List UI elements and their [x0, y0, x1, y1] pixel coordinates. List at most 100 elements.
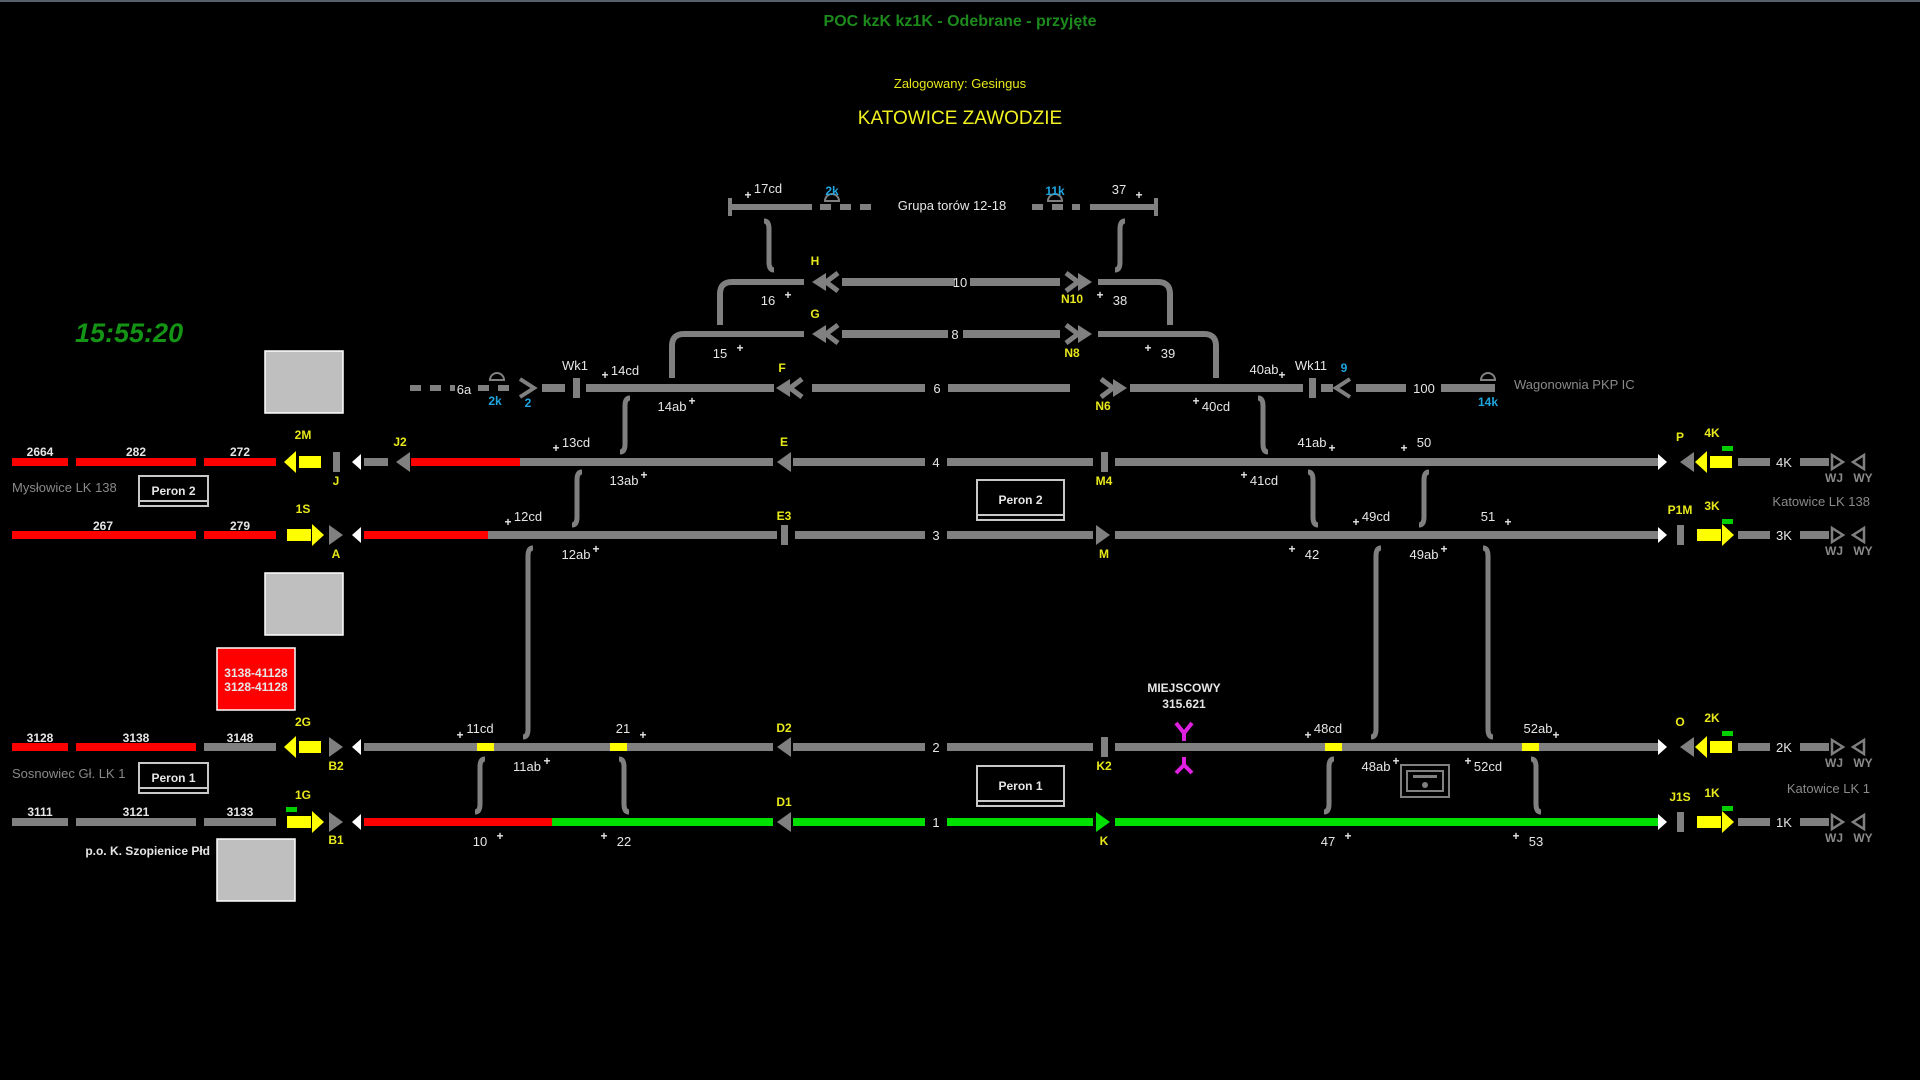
- crossover-link[interactable]: [618, 756, 630, 815]
- connecting-track[interactable]: [717, 279, 804, 325]
- track-section[interactable]: [76, 743, 196, 751]
- derailer-icon[interactable]: [1046, 193, 1064, 202]
- track-section[interactable]: [842, 330, 948, 338]
- track-section[interactable]: [364, 818, 552, 826]
- track-section[interactable]: [364, 743, 773, 751]
- connecting-track[interactable]: [1098, 279, 1173, 325]
- track-section[interactable]: [1130, 384, 1303, 392]
- wy-triangle-icon[interactable]: [1850, 737, 1866, 757]
- crossover-link[interactable]: [619, 395, 631, 455]
- entry-signal-1S-arrow-icon[interactable]: [287, 524, 324, 546]
- display-box[interactable]: [264, 572, 344, 636]
- track-section[interactable]: [12, 818, 68, 826]
- track-section[interactable]: [793, 458, 925, 466]
- signal-F-icon[interactable]: [785, 377, 804, 399]
- crossover-link[interactable]: [1323, 756, 1335, 815]
- derailer-icon[interactable]: [823, 193, 841, 202]
- signal-N10-icon[interactable]: [1078, 273, 1092, 291]
- signal-F-icon[interactable]: [776, 379, 790, 397]
- wj-triangle-icon[interactable]: [1830, 452, 1846, 472]
- track-section[interactable]: [947, 531, 1093, 539]
- entry-signal-2M-arrow-icon[interactable]: [284, 451, 321, 473]
- track-section[interactable]: [812, 384, 925, 392]
- crossover-link[interactable]: [1114, 218, 1126, 273]
- wy-triangle-icon[interactable]: [1850, 812, 1866, 832]
- track-section[interactable]: [793, 743, 925, 751]
- signal-B2-icon[interactable]: [329, 737, 343, 757]
- control-console-icon[interactable]: [1400, 764, 1450, 798]
- track-section[interactable]: [1115, 531, 1659, 539]
- signal-D1-icon[interactable]: [777, 812, 791, 832]
- entry-signal-arrow-icon[interactable]: [1695, 736, 1732, 758]
- track-section[interactable]: [842, 278, 955, 286]
- track-section[interactable]: [1090, 204, 1158, 210]
- display-box[interactable]: [216, 838, 296, 902]
- platform-peron-1-left[interactable]: Peron 1: [138, 762, 209, 794]
- crossover-link[interactable]: [763, 218, 775, 273]
- track-section[interactable]: [948, 384, 1070, 392]
- crossover-link[interactable]: [474, 756, 486, 815]
- signal-J2-icon[interactable]: [396, 452, 410, 472]
- track-section[interactable]: [947, 743, 1093, 751]
- signal-N10-icon[interactable]: [1064, 271, 1083, 293]
- track-section[interactable]: [204, 458, 276, 466]
- crossover-link[interactable]: [1418, 469, 1430, 528]
- wj-triangle-icon[interactable]: [1830, 737, 1846, 757]
- signal-P-icon[interactable]: [1680, 452, 1694, 472]
- track-section[interactable]: [1738, 531, 1770, 539]
- track-section[interactable]: [1115, 458, 1659, 466]
- track-section[interactable]: [970, 278, 1060, 286]
- signal-G-icon[interactable]: [812, 325, 826, 343]
- crossover-link[interactable]: [522, 545, 534, 740]
- signal-N6-icon[interactable]: [1113, 379, 1127, 397]
- entry-signal-arrow-icon[interactable]: [1697, 524, 1734, 546]
- track-section[interactable]: [411, 458, 520, 466]
- signal-H-icon[interactable]: [812, 273, 826, 291]
- track-section[interactable]: [586, 384, 774, 392]
- track-section[interactable]: [76, 818, 196, 826]
- crossover-link[interactable]: [1257, 395, 1269, 455]
- connecting-track[interactable]: [1098, 331, 1219, 378]
- track-section[interactable]: [542, 384, 565, 392]
- signal-A-icon[interactable]: [329, 525, 343, 545]
- track-section[interactable]: [364, 458, 388, 466]
- track-section[interactable]: [1356, 384, 1406, 392]
- track-section[interactable]: [793, 818, 925, 826]
- track-section[interactable]: [76, 458, 196, 466]
- track-section[interactable]: [1800, 458, 1829, 466]
- local-control-antenna-icon[interactable]: [1174, 757, 1194, 775]
- track-section[interactable]: [204, 743, 276, 751]
- crossover-link[interactable]: [1530, 756, 1542, 815]
- wj-triangle-icon[interactable]: [1830, 812, 1846, 832]
- platform-peron-1-center[interactable]: Peron 1: [976, 765, 1065, 807]
- track-section[interactable]: [1800, 531, 1829, 539]
- crossover-link[interactable]: [571, 469, 583, 528]
- track-section[interactable]: [947, 458, 1093, 466]
- track-section[interactable]: [488, 531, 777, 539]
- crossover-link[interactable]: [1482, 545, 1494, 740]
- track-section[interactable]: [12, 743, 68, 751]
- entry-signal-arrow-icon[interactable]: [1697, 811, 1734, 833]
- signal-H-icon[interactable]: [821, 271, 840, 293]
- track-section[interactable]: [1115, 818, 1659, 826]
- signal-N6-icon[interactable]: [1099, 377, 1118, 399]
- derailer-icon[interactable]: [1479, 372, 1497, 381]
- track-section[interactable]: [364, 531, 488, 539]
- derailer-icon[interactable]: [488, 372, 506, 381]
- track-section[interactable]: [1800, 743, 1829, 751]
- signal-N8-icon[interactable]: [1078, 325, 1092, 343]
- signal-E-icon[interactable]: [777, 452, 791, 472]
- track-section[interactable]: [12, 458, 68, 466]
- track-section[interactable]: [204, 531, 276, 539]
- track-section[interactable]: [204, 818, 276, 826]
- track-section[interactable]: [1800, 818, 1829, 826]
- signal-B1-icon[interactable]: [329, 812, 343, 832]
- track-section[interactable]: [1738, 458, 1770, 466]
- entry-signal-1G-arrow-icon[interactable]: [287, 811, 324, 833]
- platform-peron-2-left[interactable]: Peron 2: [138, 475, 209, 507]
- signal-M-icon[interactable]: [1096, 525, 1110, 545]
- wy-triangle-icon[interactable]: [1850, 525, 1866, 545]
- wj-triangle-icon[interactable]: [1830, 525, 1846, 545]
- entry-signal-arrow-icon[interactable]: [1695, 451, 1732, 473]
